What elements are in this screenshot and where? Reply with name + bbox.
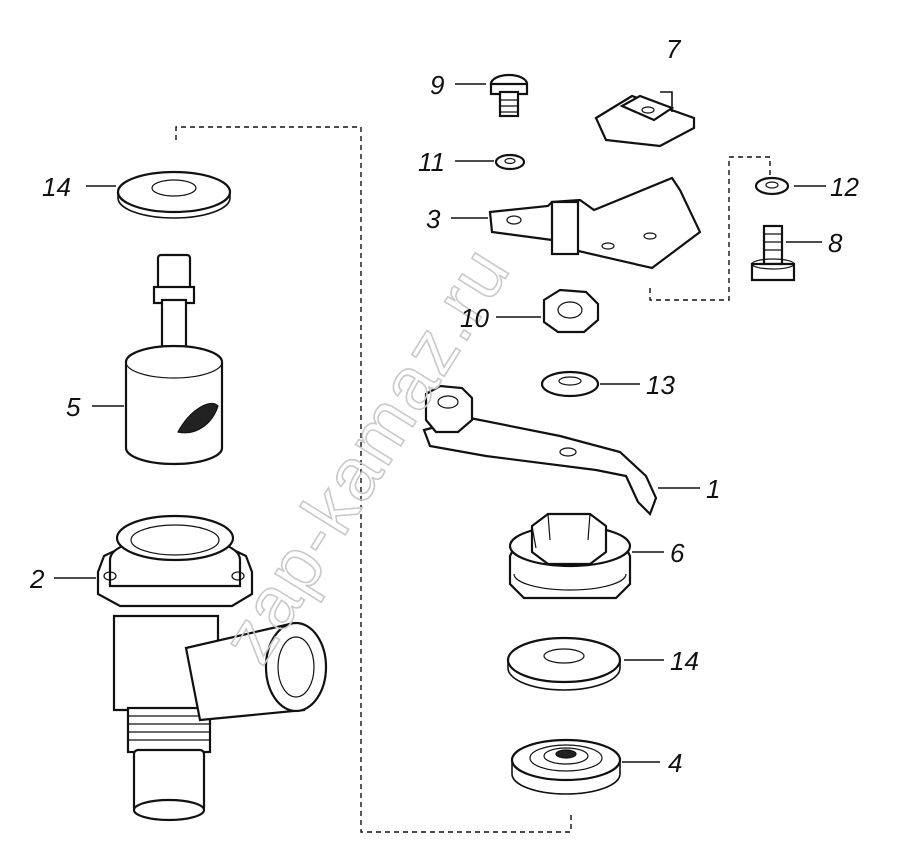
part-6-plug	[508, 512, 632, 600]
leader-lines	[54, 83, 826, 763]
part-8-bolt	[750, 224, 796, 282]
part-2-valve-body	[96, 514, 328, 822]
part-5-stem	[124, 253, 224, 466]
part-14-top-washer	[116, 170, 232, 219]
assembly-bracket-left	[175, 126, 572, 833]
label-4: 4	[668, 748, 682, 778]
label-2: 2	[29, 564, 45, 594]
part-14-bottom-washer	[506, 636, 622, 691]
label-12: 12	[830, 172, 859, 202]
part-7-clamp	[594, 94, 696, 148]
label-14-bottom: 14	[670, 646, 699, 676]
label-7: 7	[666, 34, 682, 64]
part-10-nut	[542, 288, 600, 334]
assembly-bracket-right	[649, 156, 771, 301]
part-13-washer	[540, 370, 600, 398]
label-1: 1	[706, 474, 720, 504]
label-13: 13	[646, 370, 675, 400]
label-14-top: 14	[42, 172, 71, 202]
part-12-washer	[754, 176, 790, 196]
part-1-lever	[422, 384, 658, 516]
part-11-washer	[494, 153, 526, 171]
part-3-bracket	[488, 176, 702, 270]
label-6: 6	[670, 538, 685, 568]
part-4-seal	[510, 738, 622, 795]
label-8: 8	[828, 228, 843, 258]
label-3: 3	[426, 204, 441, 234]
part-9-screw	[489, 73, 529, 118]
label-10: 10	[460, 303, 489, 333]
label-11: 11	[418, 147, 445, 177]
label-5: 5	[66, 392, 81, 422]
label-9: 9	[430, 70, 444, 100]
